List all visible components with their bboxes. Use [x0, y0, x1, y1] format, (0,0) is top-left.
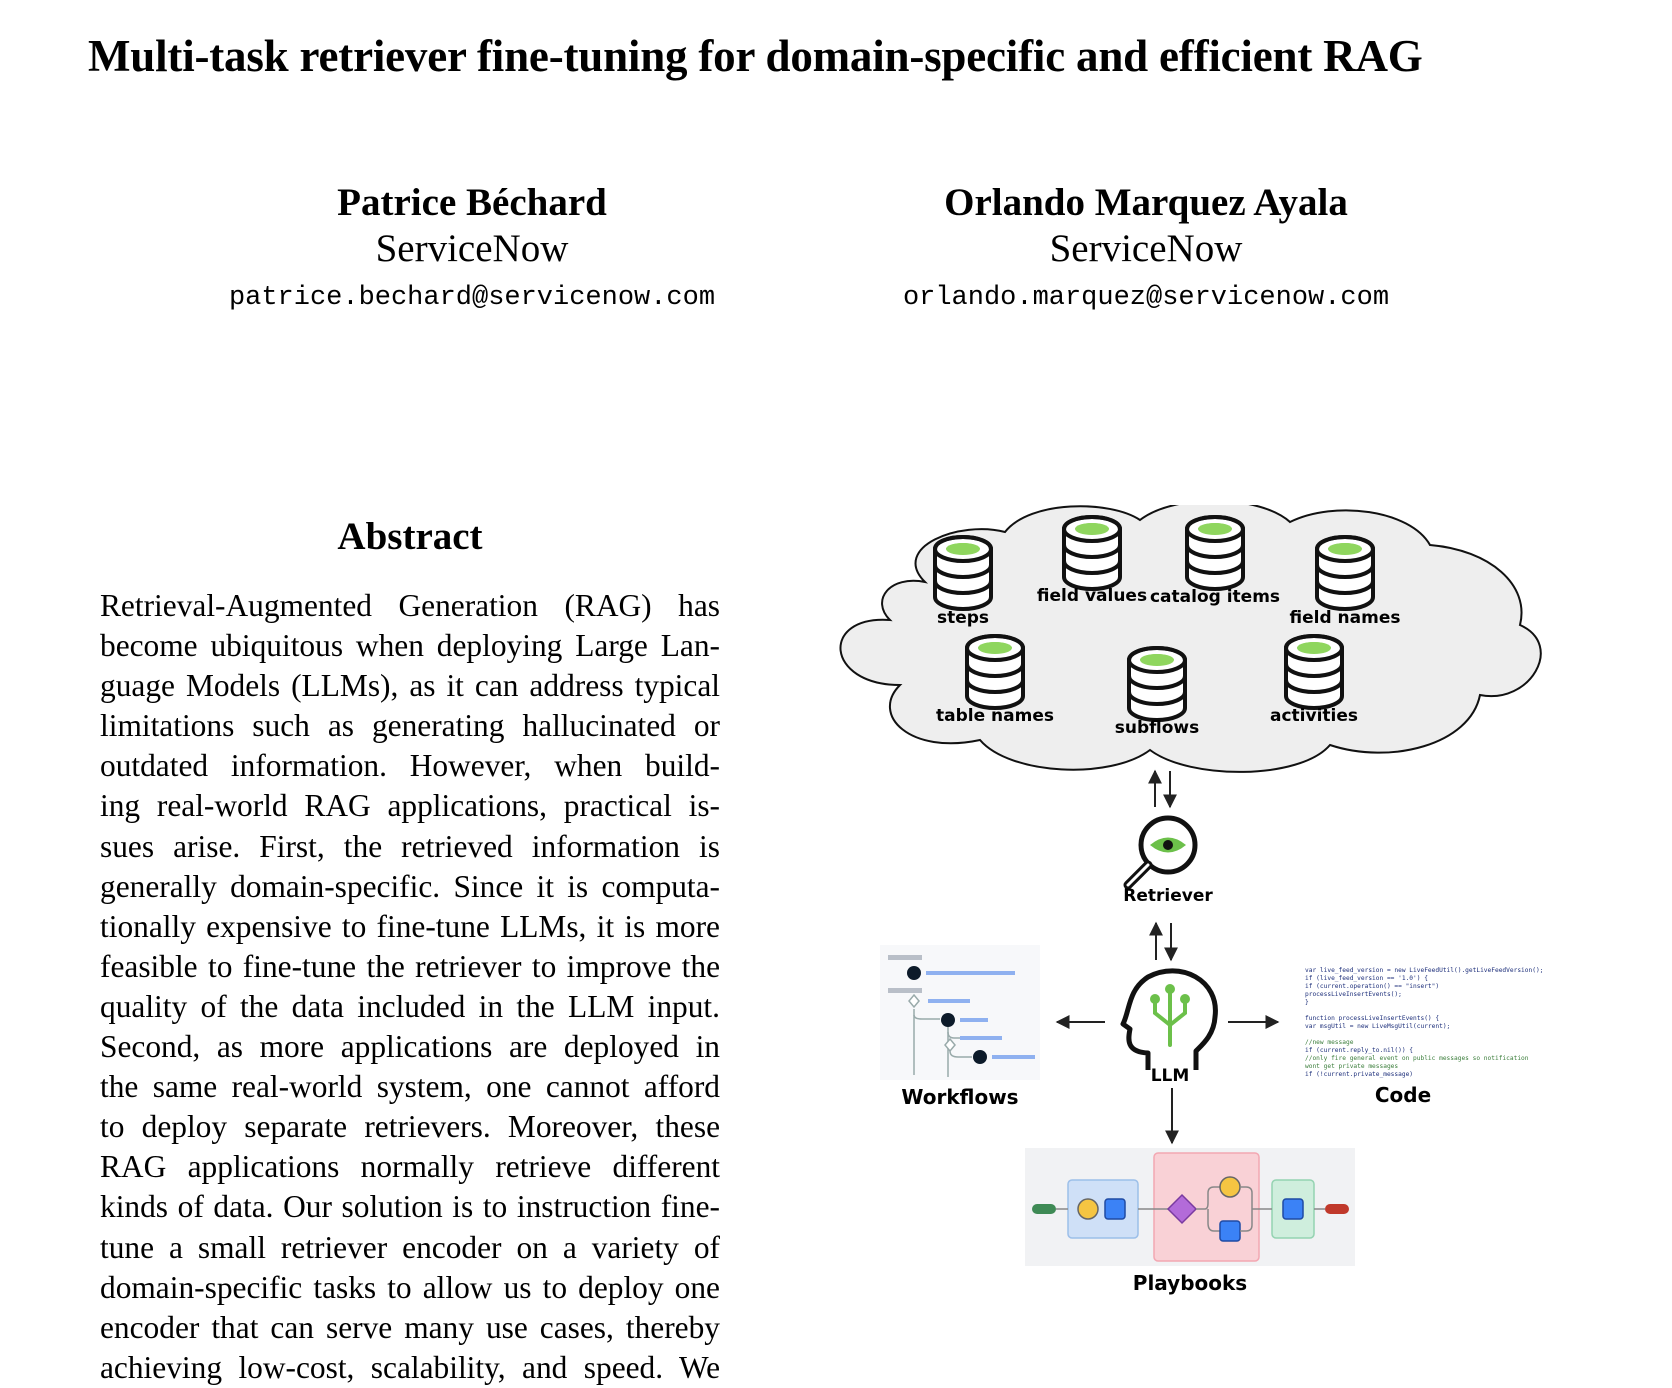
code-line: if (current.reply_to.nil()) {: [1305, 1047, 1413, 1054]
playbooks-label: Playbooks: [1133, 1271, 1247, 1295]
abstract-line: Second, as more applications are deploye…: [100, 1029, 720, 1065]
code-line: function processLiveInsertEvents() {: [1305, 1015, 1439, 1022]
playbooks-illustration: [1025, 1148, 1355, 1266]
code-line: //only fire general event on public mess…: [1305, 1055, 1529, 1062]
author-email[interactable]: orlando.marquez@servicenow.com: [902, 283, 1390, 313]
database-icon: catalog items: [1150, 515, 1280, 607]
database-icon: subflows: [1115, 646, 1200, 738]
abstract-line: the same real-world system, one cannot a…: [100, 1069, 720, 1105]
db-label: steps: [937, 608, 989, 628]
abstract-line: become ubiquitous when deploying Large L…: [100, 628, 720, 664]
db-label: field values: [1037, 586, 1147, 606]
author-name: Orlando Marquez Ayala: [944, 181, 1348, 224]
db-label: subflows: [1115, 718, 1200, 738]
database-icon: field names: [1290, 535, 1401, 628]
abstract-line: encoder that can serve many use cases, t…: [100, 1309, 720, 1345]
llm-label: LLM: [1151, 1066, 1190, 1086]
abstract-line: quality of the data included in the LLM …: [100, 988, 720, 1024]
code-line: if (current.operation() == "insert"): [1305, 983, 1439, 990]
workflows-label: Workflows: [901, 1085, 1018, 1109]
workflows-illustration: [880, 945, 1040, 1080]
code-snippet: var live_feed_version = new LiveFeedUtil…: [1305, 967, 1543, 1078]
abstract-line: achieving low-cost, scalability, and spe…: [100, 1349, 720, 1385]
abstract-line: limitations such as generating hallucina…: [100, 708, 720, 744]
code-line: var live_feed_version = new LiveFeedUtil…: [1305, 967, 1543, 974]
abstract-line: generally domain-specific. Since it is c…: [100, 868, 720, 904]
abstract-line: tionally expensive to fine-tune LLMs, it…: [100, 908, 720, 944]
abstract-line: ing real-world RAG applications, practic…: [100, 788, 720, 824]
abstract-line: guage Models (LLMs), as it can address t…: [100, 668, 720, 704]
db-label: catalog items: [1150, 587, 1280, 607]
llm-head-icon: [1120, 968, 1218, 1070]
paper-title: Multi-task retriever fine-tuning for dom…: [88, 31, 1423, 81]
abstract-line: feasible to fine-tune the retriever to i…: [100, 948, 720, 984]
abstract-line: to deploy separate retrievers. Moreover,…: [100, 1109, 720, 1145]
abstract-line: kinds of data. Our solution is to instru…: [100, 1189, 720, 1225]
author-email[interactable]: patrice.bechard@servicenow.com: [228, 283, 716, 313]
abstract-body: Retrieval-Augmented Generation (RAG) has…: [100, 586, 720, 1388]
author-affiliation: ServiceNow: [375, 227, 569, 270]
db-label: field names: [1290, 608, 1401, 628]
database-icon: field values: [1037, 515, 1147, 606]
abstract-line: outdated information. However, when buil…: [100, 748, 720, 784]
abstract-heading: Abstract: [337, 515, 483, 558]
db-label: activities: [1270, 706, 1358, 726]
code-line: wont get private messages: [1305, 1063, 1398, 1070]
author-name: Patrice Béchard: [337, 181, 607, 224]
code-line: var msgUtil = new LiveMsgUtil(current);: [1305, 1023, 1450, 1030]
retriever-label: Retriever: [1123, 886, 1213, 906]
author-1: Patrice Béchard ServiceNow patrice.becha…: [192, 180, 752, 320]
rag-architecture-figure: steps field values catalog items field n…: [830, 505, 1570, 1385]
abstract-line: Retrieval-Augmented Generation (RAG) has: [100, 588, 720, 623]
code-line: processLiveInsertEvents();: [1305, 991, 1402, 998]
code-line: //new message: [1305, 1039, 1354, 1046]
author-2: Orlando Marquez Ayala ServiceNow orlando…: [866, 180, 1426, 320]
abstract-line: tune a small retriever encoder on a vari…: [100, 1229, 720, 1265]
abstract-line: domain-specific tasks to allow us to dep…: [100, 1269, 720, 1305]
code-line: if (!current.private_message): [1305, 1071, 1413, 1078]
code-label: Code: [1375, 1083, 1431, 1107]
code-line: }: [1305, 999, 1309, 1006]
database-icon: table names: [936, 634, 1054, 726]
abstract-line: RAG applications normally retrieve diffe…: [100, 1149, 720, 1185]
database-icon: steps: [933, 535, 993, 628]
db-label: table names: [936, 706, 1054, 726]
database-icon: activities: [1270, 634, 1358, 726]
author-affiliation: ServiceNow: [1049, 227, 1243, 270]
retriever-magnifier-icon: [1123, 815, 1198, 890]
abstract-line: sues arise. First, the retrieved informa…: [100, 828, 720, 864]
code-line: if (live_feed_version == '1.0') {: [1305, 975, 1428, 982]
